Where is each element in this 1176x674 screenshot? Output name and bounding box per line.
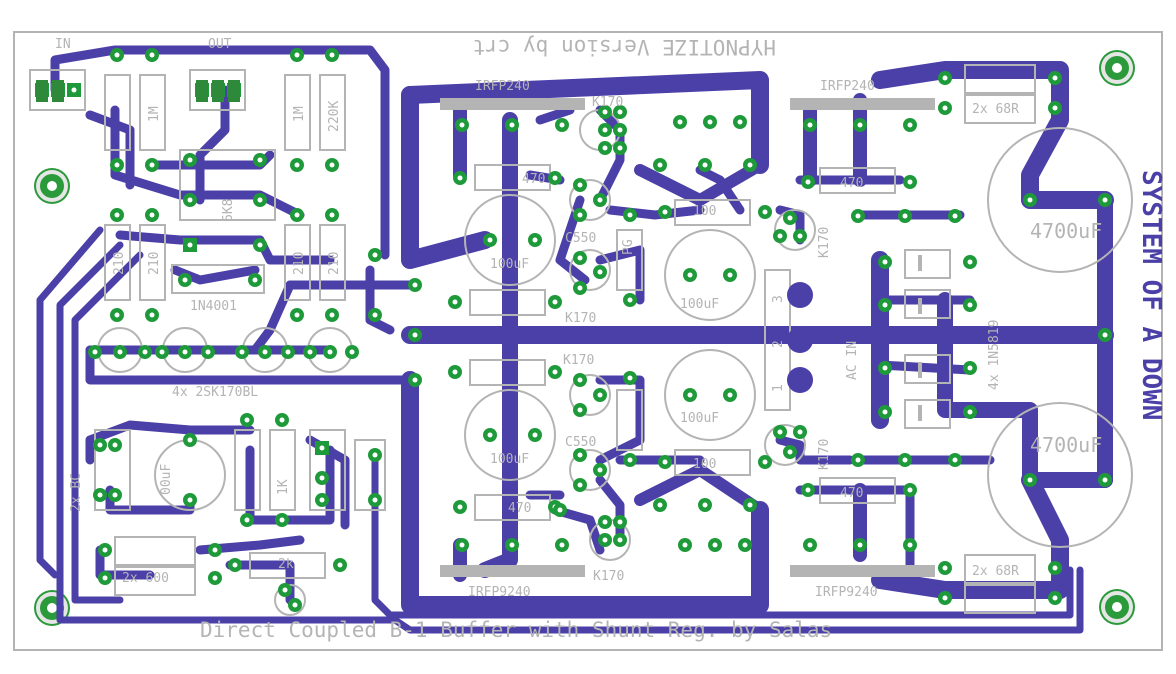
traces: [36, 45, 1114, 634]
io-connector-pins: [36, 80, 240, 102]
label-pin-1: 1: [771, 384, 786, 392]
label-cap-100uF-4: 100uF: [490, 452, 529, 467]
label-r210-c: 210: [292, 252, 307, 275]
label-c550-bot: C550: [565, 435, 596, 450]
label-k170-c: K170: [563, 353, 594, 368]
label-cap-100uF-3: 100uF: [680, 411, 719, 426]
label-cap-100uF-1: 100uF: [490, 257, 529, 272]
label-cap-4700-bot: 4700uF: [1030, 433, 1102, 457]
label-pin-2: 2: [771, 340, 786, 348]
label-r1m-a: 1M: [147, 106, 162, 122]
label-r210-a: 210: [112, 252, 127, 275]
label-r470-b: 470: [840, 176, 863, 191]
mounting-hole-tr: [1099, 50, 1135, 86]
label-k170-e: K170: [817, 227, 832, 258]
label-c550-top: C550: [565, 231, 596, 246]
label-r68r-bot: 2x 68R: [972, 564, 1019, 579]
label-r100-a: 100: [693, 204, 716, 219]
label-r1k: 1K: [276, 479, 291, 495]
mosfet-tabs: [440, 98, 935, 577]
label-r470-d: 470: [508, 501, 531, 516]
silkscreen-outlines: [29, 64, 1133, 616]
board-title: HYPNOTIZE Version by crt: [473, 35, 776, 59]
label-out: OUT: [208, 37, 232, 52]
board-outline: [13, 31, 1163, 651]
label-irf-tr: IRFP240: [820, 79, 875, 94]
bridge-diode-bodies: [918, 255, 922, 421]
label-2x-bc: 2x BC: [69, 473, 84, 512]
label-r600: 2x 600: [122, 571, 169, 586]
label-cap-4700-top: 4700uF: [1030, 219, 1102, 243]
label-r470-c: 470: [840, 486, 863, 501]
label-conn-ac: AC IN: [845, 341, 860, 380]
label-k170-d: K170: [593, 569, 624, 584]
label-pin-3: 3: [771, 295, 786, 303]
label-r2k: 2k: [278, 557, 294, 572]
mounting-hole-tl: [34, 168, 70, 204]
mounting-hole-br: [1099, 589, 1135, 625]
label-k170-f: K170: [817, 439, 832, 470]
board-caption: Direct Coupled B-1 Buffer with Shunt Reg…: [200, 618, 832, 642]
label-r6k8: 6K8: [221, 199, 236, 222]
label-cap-100uF-left: 00uF: [159, 464, 174, 495]
label-k170-b: K170: [565, 311, 596, 326]
label-r210-d: 210: [327, 252, 342, 275]
label-r1m-b: 1M: [292, 106, 307, 122]
label-r470-a: 470: [522, 172, 545, 187]
label-rpg: PG: [621, 239, 636, 255]
label-irf-tl: IRFP240: [475, 79, 530, 94]
label-r210-b: 210: [147, 252, 162, 275]
terminal-block: [787, 282, 813, 393]
label-irf-br: IRFP9240: [815, 585, 878, 600]
label-r220k: 220K: [327, 101, 342, 132]
label-1n5819: 4x 1N5819: [987, 320, 1002, 390]
silkscreen-text: HYPNOTIZE Version by crt Direct Coupled …: [55, 35, 1166, 642]
label-in: IN: [55, 37, 71, 52]
label-irf-bl: IRFP9240: [468, 585, 531, 600]
label-r100-b: 100: [693, 457, 716, 472]
vertical-band-text: SYSTEM OF A DOWN: [1136, 170, 1166, 420]
label-k170-a: K170: [592, 95, 623, 110]
label-jfets: 4x 2SK170BL: [172, 385, 258, 400]
label-cap-100uF-2: 100uF: [680, 297, 719, 312]
label-r68r-top: 2x 68R: [972, 102, 1019, 117]
label-1n4001: 1N4001: [190, 299, 237, 314]
